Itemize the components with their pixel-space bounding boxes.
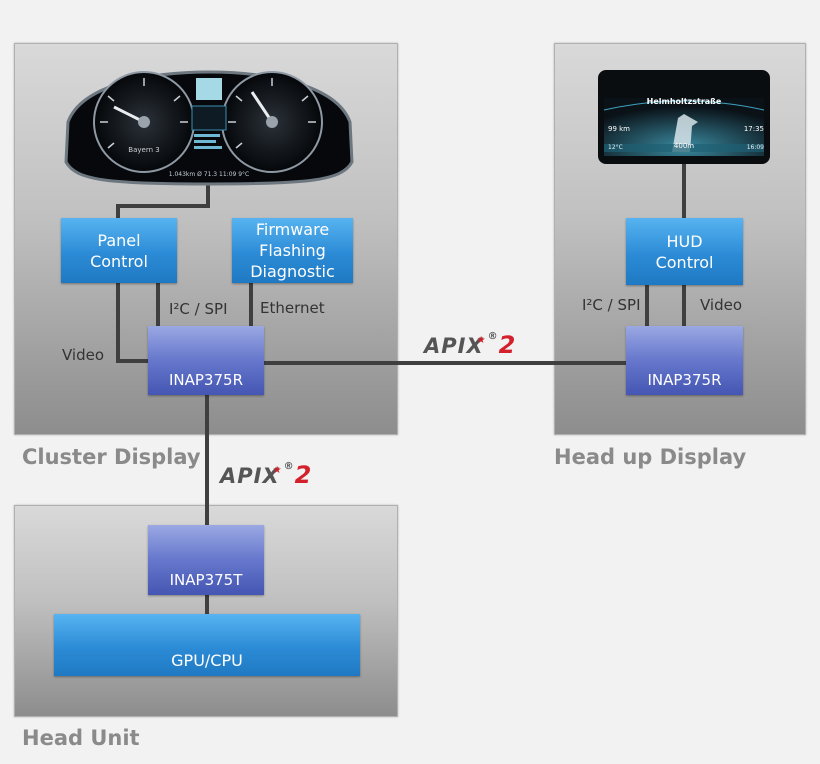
hud-temp: 12°C [608,144,623,151]
head-up-display-title: Head up Display [554,445,747,469]
head-unit-title: Head Unit [22,726,140,750]
panel-control-block: Panel Control [61,218,177,283]
hud-control-block: HUD Control [626,218,743,285]
firmware-flashing-block: Firmware Flashing Diagnostic [232,218,353,283]
hud-street-name: Helmholtzstraße [646,97,722,106]
hud-i2c-label: I²C / SPI [582,296,641,314]
wire-video-vertical [116,283,120,363]
wire-apix-horizontal [264,361,628,365]
wire-hud-video [682,285,686,328]
hud-time: 17:35 [743,125,764,133]
cluster-video-label: Video [62,346,105,364]
gpu-cpu-block: GPU/CPU [54,614,360,676]
wire-dash-to-panel [116,204,120,218]
wire-dash-down [206,168,210,208]
wire-head-unit-inner [205,595,209,615]
wire-video-horizontal [116,359,152,363]
wire-hud-screen [682,160,686,220]
cluster-bottom-bar-text: 1.043km Ø 71.3 11:09 9°C [169,171,250,178]
wire-ethernet [249,283,253,328]
wire-dash-horizontal [116,204,210,208]
cluster-display-title: Cluster Display [22,445,201,469]
hud-distance: 400m [673,142,695,150]
wire-apix-vertical [205,394,209,526]
ethernet-label: Ethernet [260,299,325,317]
radio-station-text: Bayern 3 [128,146,159,154]
hud-eta: 16:09 [746,144,764,151]
hud-speed: 99 km [608,125,631,133]
cluster-inap375r: INAP375R [148,326,264,395]
wire-hud-i2c [645,285,649,328]
hud-video-label: Video [700,296,743,314]
instrument-cluster-image: Bayern 3 1.043km Ø 71.3 11:09 9°C [64,70,354,186]
cluster-i2c-label: I²C / SPI [169,300,228,318]
hud-screen-image: Helmholtzstraße 99 km 17:35 12°C 400m 16… [598,70,770,164]
hud-inap375r: INAP375R [626,326,743,395]
apix2-logo-vertical: APIX★®2 [220,461,313,489]
wire-i2c-cluster [156,283,160,328]
apix2-logo-horizontal: APIX★®2 [424,331,517,359]
head-unit-inap375t: INAP375T [148,525,264,595]
